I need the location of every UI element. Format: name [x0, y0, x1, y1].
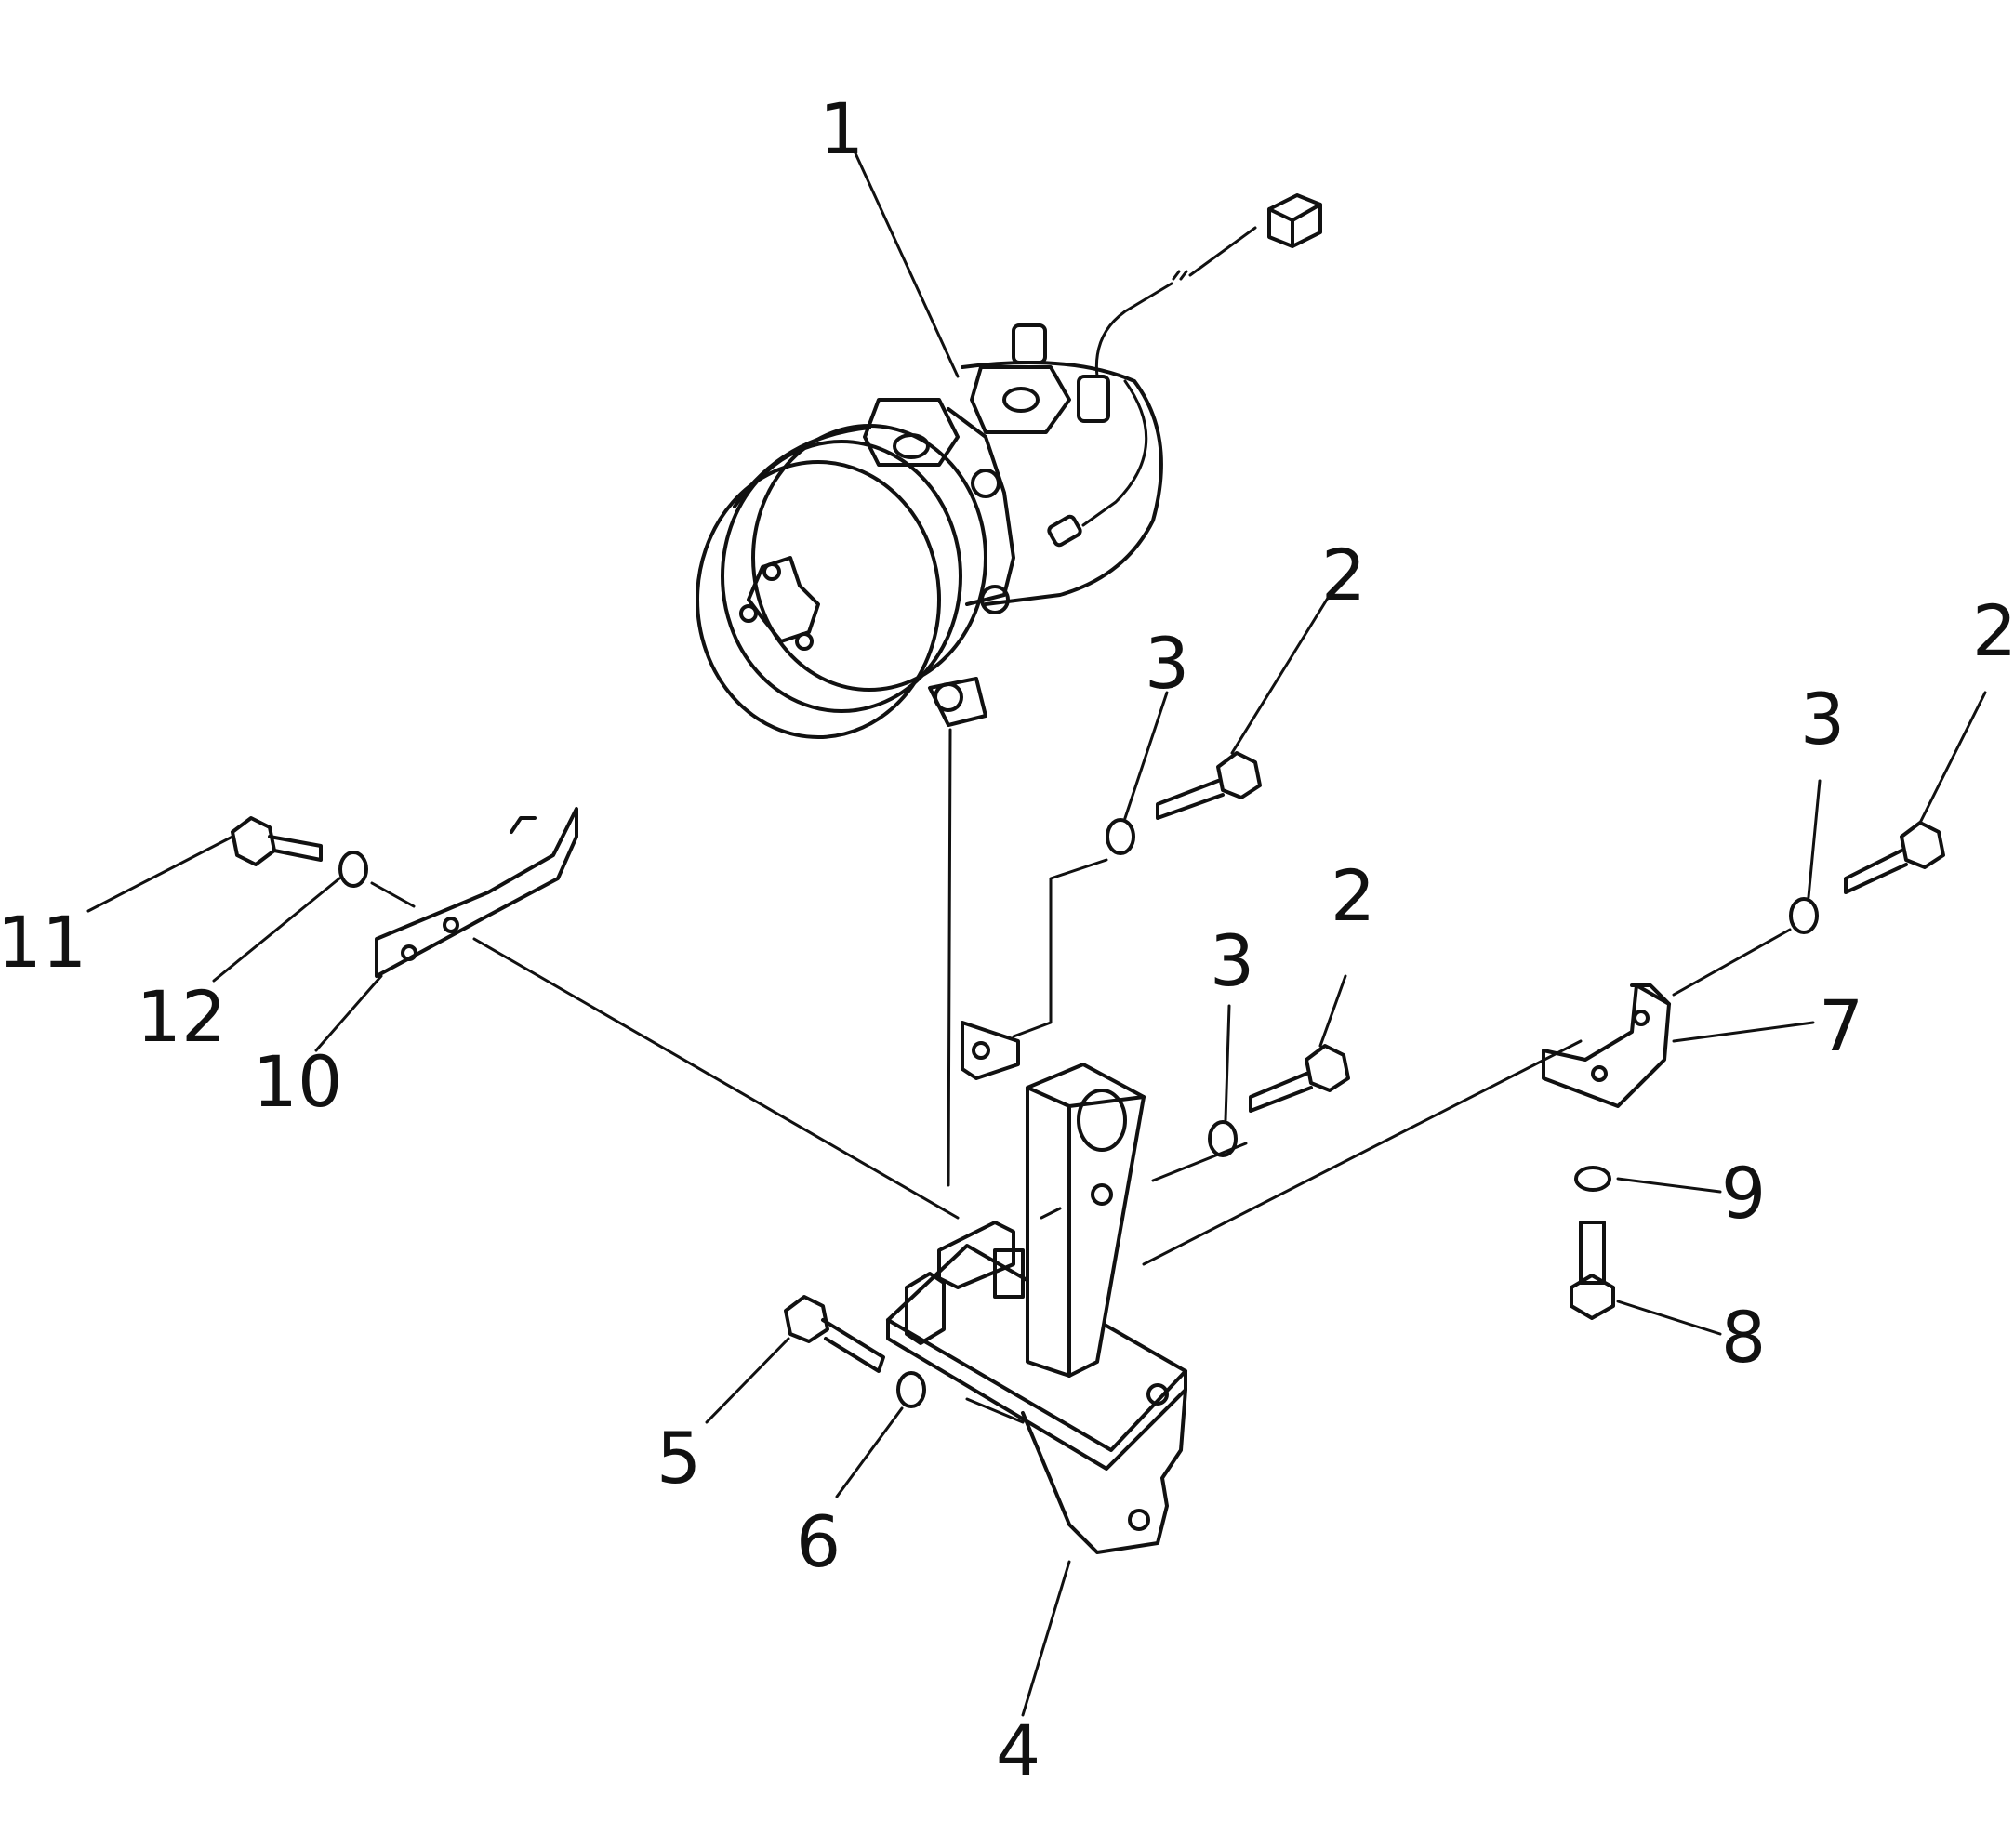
- callout-10: 10: [253, 1040, 343, 1123]
- washer-3b: [1208, 1120, 1238, 1157]
- washer-12: [338, 851, 368, 888]
- callout-4: 4: [996, 1709, 1040, 1792]
- callout-9: 9: [1721, 1152, 1766, 1234]
- washer-3a: [1106, 818, 1135, 855]
- bolt-5: [784, 1295, 885, 1373]
- washer-9: [1574, 1166, 1611, 1192]
- main-bracket-part: [886, 1021, 1187, 1554]
- washer-3c: [1789, 897, 1819, 934]
- callout-3-upper: 3: [1145, 622, 1189, 705]
- callout-8: 8: [1721, 1296, 1766, 1379]
- bolt-8: [1570, 1221, 1615, 1320]
- callout-2-right: 2: [1972, 589, 2014, 672]
- washer-6: [896, 1371, 926, 1408]
- bolt-2c: [1844, 821, 1945, 894]
- callout-3-middle: 3: [1210, 919, 1254, 1002]
- callout-2-middle: 2: [1331, 854, 1375, 937]
- bolt-11: [231, 816, 323, 866]
- callout-5: 5: [656, 1417, 701, 1499]
- strap-part: [375, 807, 578, 978]
- callout-11: 11: [0, 901, 86, 983]
- assembly-lines: [370, 728, 1792, 1424]
- compressor-part: [696, 193, 1322, 739]
- callout-leaders: [86, 152, 1987, 1717]
- callout-2-upper: 2: [1321, 534, 1366, 616]
- bolt-2b: [1249, 1044, 1350, 1113]
- callout-7: 7: [1819, 984, 1863, 1067]
- callout-1: 1: [819, 87, 864, 170]
- callout-labels: 1 2 2 2 3 3 3 4 5 6 7 8 9 10 11 12: [0, 87, 2014, 1792]
- bolt-2a: [1156, 751, 1262, 820]
- callout-12: 12: [137, 975, 227, 1058]
- callout-6: 6: [796, 1500, 841, 1583]
- angle-bracket-part: [1542, 983, 1671, 1108]
- callout-3-right: 3: [1800, 678, 1845, 760]
